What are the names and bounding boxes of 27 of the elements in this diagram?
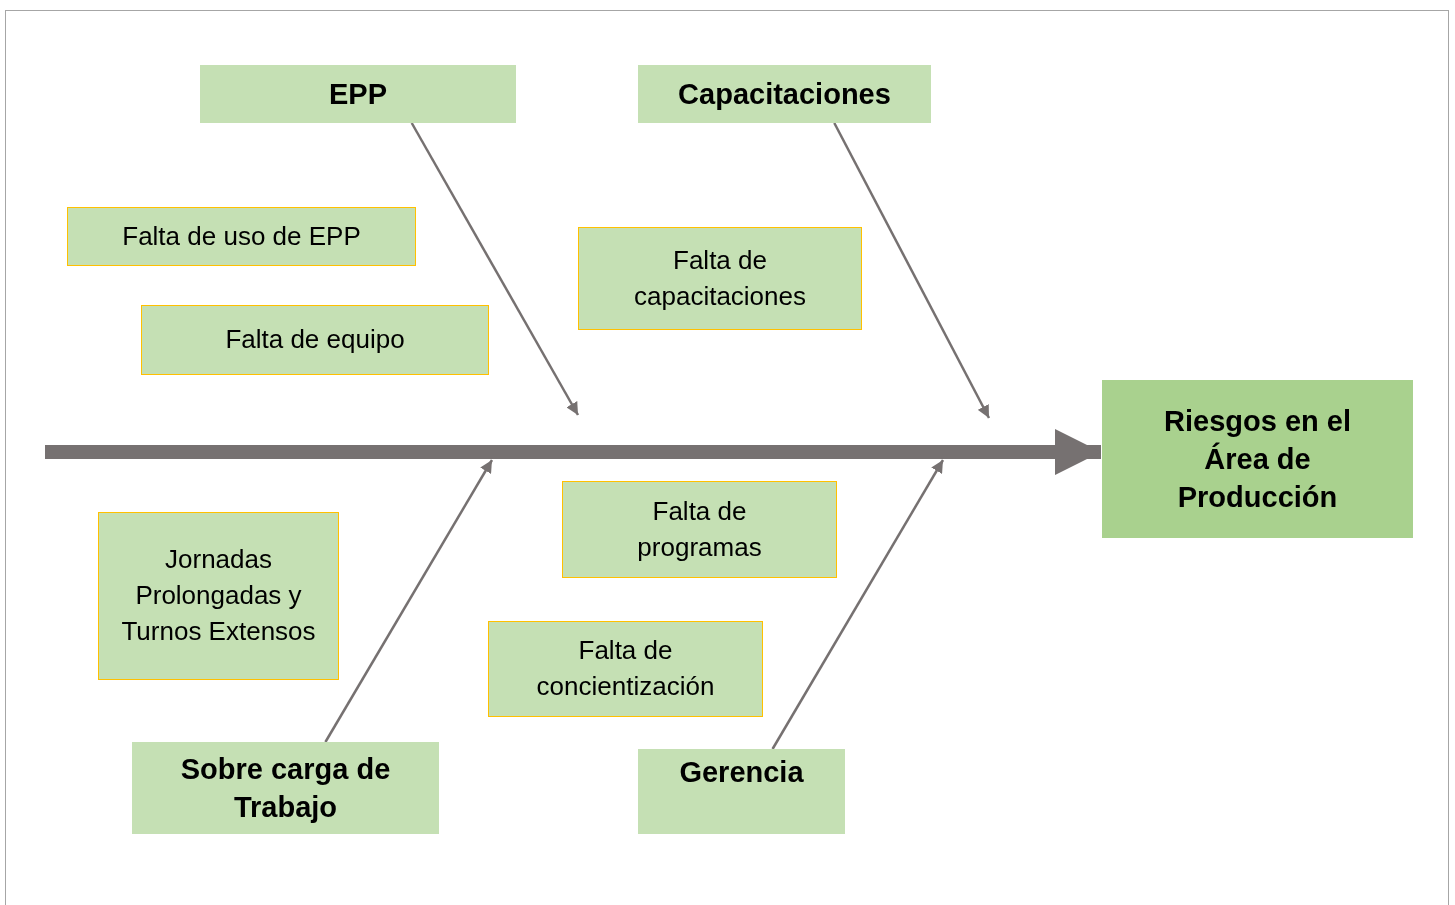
category-box <box>638 749 845 834</box>
arrow <box>771 459 945 750</box>
cause-box <box>67 207 416 266</box>
box-label: Jornadas Prolongadas y Turnos Extensos <box>120 543 317 648</box>
box-label: Falta de equipo <box>225 323 405 357</box>
cause-box <box>562 481 837 578</box>
cause-box <box>578 227 862 330</box>
box-label: Capacitaciones <box>678 76 891 112</box>
category-box <box>132 742 439 834</box>
arrow <box>410 122 580 416</box>
box-label: Falta de concientización <box>535 634 716 703</box>
box-label: Falta de programas <box>636 494 763 564</box>
arrow <box>833 122 991 419</box>
box-label: Falta de uso de EPP <box>122 219 361 253</box>
spine-arrow <box>45 428 1101 476</box>
box-label: Falta de capacitaciones <box>633 243 807 313</box>
cause-box <box>488 621 763 717</box>
cause-box <box>141 305 489 375</box>
box-label: Sobre carga de Trabajo <box>179 751 392 825</box>
box-label: Gerencia <box>679 755 804 790</box>
effect-box <box>1102 380 1413 538</box>
cause-box <box>98 512 339 680</box>
box-label: EPP <box>329 76 387 112</box>
arrow <box>324 459 494 743</box>
category-box <box>200 65 516 123</box>
category-box <box>638 65 931 123</box>
box-label: Riesgos en el Área de Producción <box>1163 403 1352 516</box>
